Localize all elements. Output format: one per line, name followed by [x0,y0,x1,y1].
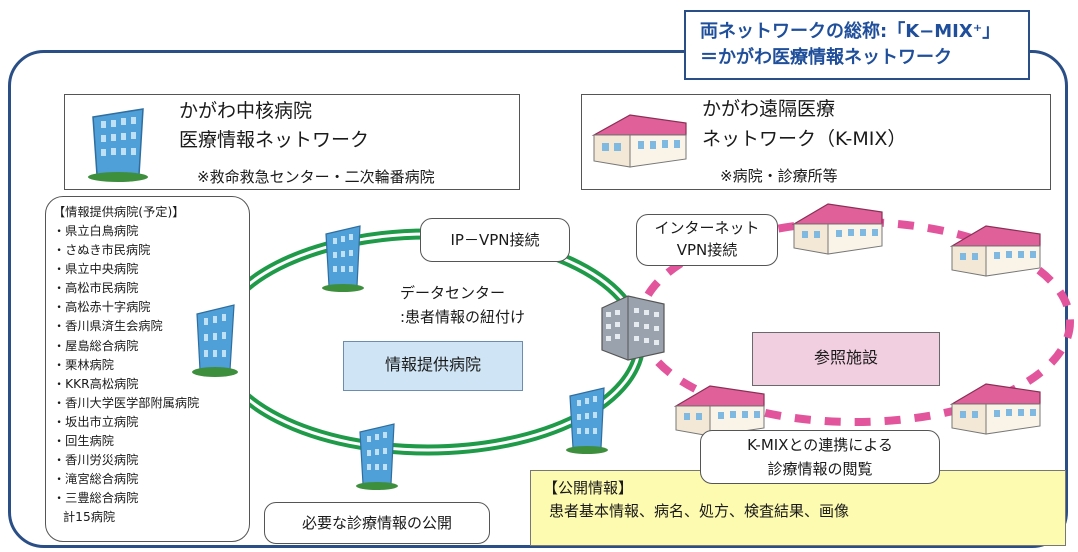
enkaku-network-box: かがわ遠隔医療 ネットワーク（K-MIX） ※病院・診療所等 [581,94,1051,190]
list-item: ・香川大学医学部附属病院 [53,395,200,410]
list-item: ・KKR高松病院 [53,376,139,391]
list-item: ・坂出市立病院 [53,414,139,429]
list-item: ・栗林病院 [53,357,114,372]
list-item: ・高松市民病院 [53,281,139,296]
list-item: ・屋島総合病院 [53,338,139,353]
list-item: ・三豊総合病院 [53,491,139,506]
hospital-building-icon [322,225,364,292]
kmix-linkage-line2: 診療情報の閲覧 [767,460,873,478]
list-item: ・香川労災病院 [53,453,139,468]
hospital-building-icon [356,423,398,490]
enkaku-title-line1: かがわ遠隔医療 [702,98,836,120]
list-item: ・滝宮総合病院 [53,472,139,487]
chukaku-title-line1: かがわ中核病院 [179,100,313,122]
hospital-building-icon [566,387,608,454]
provider-list-total: 計15病院 [63,510,116,525]
list-item: ・高松赤十字病院 [53,300,151,315]
list-item: ・県立中央病院 [53,262,139,277]
datacenter-line1: データセンター [400,284,506,302]
datacenter-line2: :患者情報の紐付け [400,308,526,326]
public-info-body: 患者基本情報、病名、処方、検査結果、画像 [549,502,850,520]
list-item: ・香川県済生会病院 [53,319,163,334]
internet-vpn-label: インターネット VPN接続 [636,214,778,266]
clinic-building-icon [792,203,883,255]
clinic-building-icon [591,114,687,168]
chukaku-note: ※救命救急センター・二次輪番病院 [197,168,435,186]
hospital-building-icon [192,304,238,377]
list-item: ・さぬき市民病院 [53,243,151,258]
kmix-linkage-label: K-MIXとの連携による 診療情報の閲覧 [700,430,940,484]
internet-vpn-line2: VPN接続 [676,241,738,259]
hospital-building-icon [88,108,148,182]
provider-hospital-label: 情報提供病院 [343,341,523,391]
network-name-line1: 両ネットワークの総称:「K−MIX⁺」 [700,21,1001,42]
chukaku-title-line2: 医療情報ネットワーク [179,129,370,151]
datacenter-building-icon [601,295,665,361]
clinic-building-icon [950,225,1041,277]
public-info-heading: 【公開情報】 [543,479,634,497]
internet-vpn-line1: インターネット [654,219,760,237]
clinic-building-icon [950,383,1041,435]
datacenter-label: データセンター :患者情報の紐付け [400,281,525,329]
ipvpn-label: IP－VPN接続 [420,218,570,262]
kmix-linkage-line1: K-MIXとの連携による [747,436,893,454]
network-name-box: 両ネットワークの総称:「K−MIX⁺」 ＝かがわ医療情報ネットワーク [684,10,1030,80]
list-item: ・県立白鳥病院 [53,224,139,238]
clinic-building-icon [674,385,765,437]
disclosure-label: 必要な診療情報の公開 [264,502,490,544]
network-name-line2: ＝かがわ医療情報ネットワーク [700,47,952,68]
enkaku-note: ※病院・診療所等 [720,167,838,185]
list-item: ・回生病院 [53,434,114,449]
provider-list-heading: 【情報提供病院(予定)】 [53,205,185,219]
chukaku-network-box: かがわ中核病院 医療情報ネットワーク ※救命救急センター・二次輪番病院 [64,94,520,190]
enkaku-title-line2: ネットワーク（K-MIX） [702,128,907,150]
reference-facility-label: 参照施設 [752,332,940,386]
